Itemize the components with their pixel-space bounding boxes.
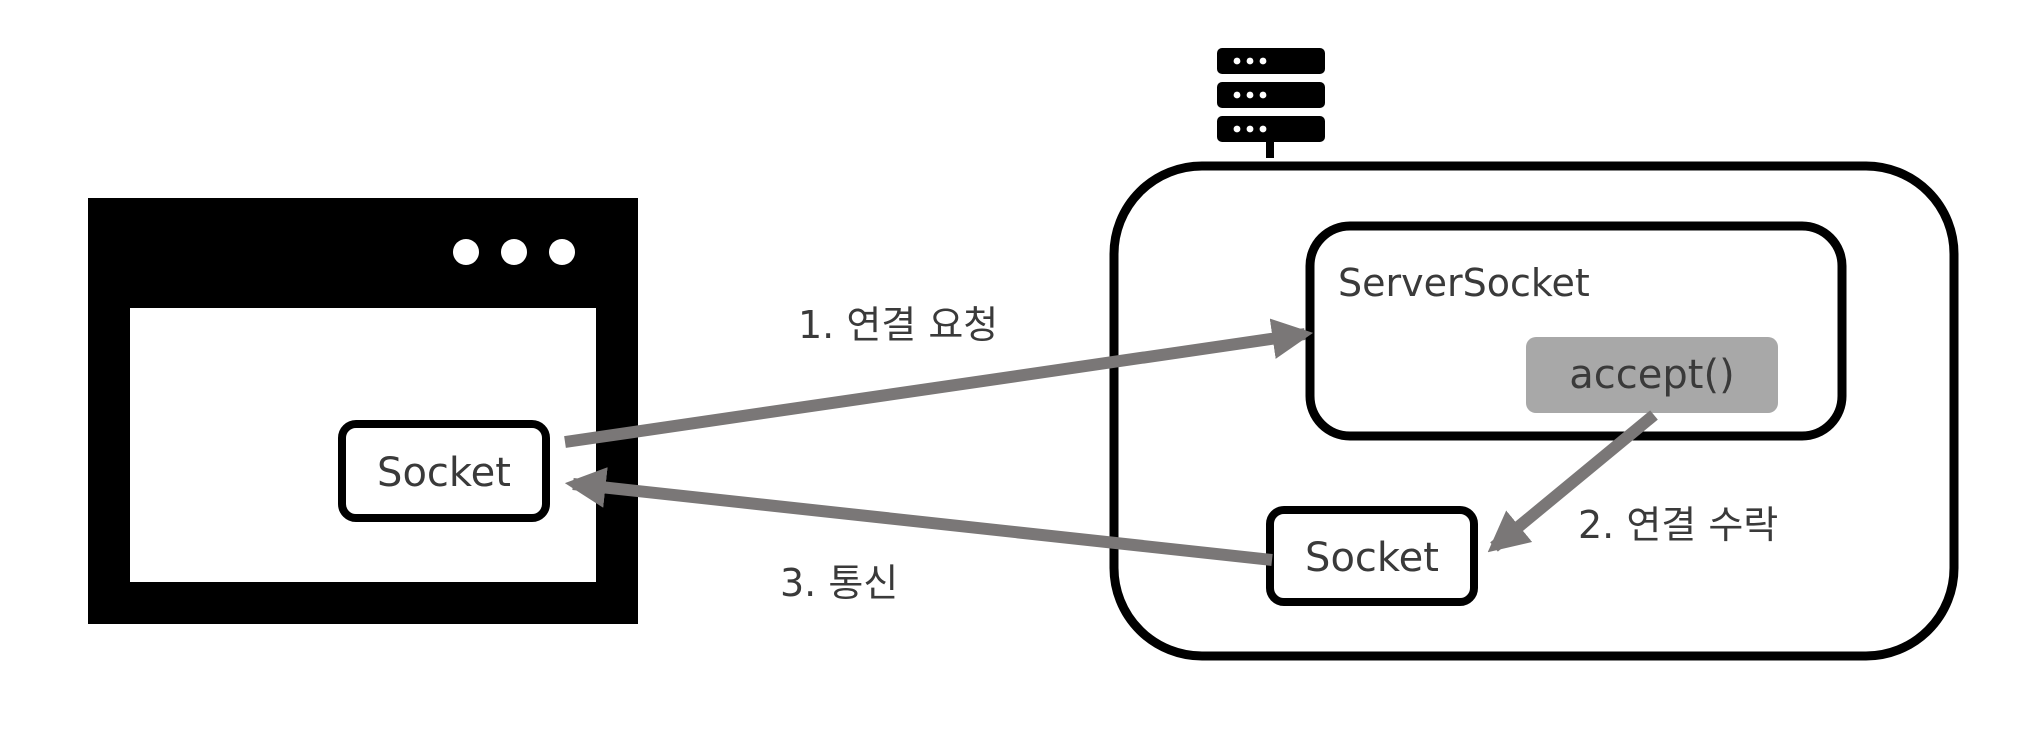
client-window <box>88 198 638 624</box>
accept-method-box: accept() <box>1526 337 1778 413</box>
window-dots-icon <box>453 239 575 265</box>
step-communicate-label: 3. 통신 <box>780 561 898 605</box>
accept-method-label: accept() <box>1569 352 1734 398</box>
server-rack-icon <box>1217 48 1325 158</box>
accept-arrow <box>1487 410 1658 553</box>
server-socket-label: ServerSocket <box>1338 261 1590 305</box>
client-socket-box: Socket <box>338 420 550 522</box>
server-accepted-socket-box: Socket <box>1266 506 1478 606</box>
client-socket-label: Socket <box>377 450 511 496</box>
step-accept-label: 2. 연결 수락 <box>1578 503 1778 547</box>
step-request-label: 1. 연결 요청 <box>798 303 998 347</box>
communicate-arrow <box>564 467 1273 566</box>
request-arrow <box>564 318 1314 448</box>
server-accepted-socket-label: Socket <box>1305 535 1439 581</box>
